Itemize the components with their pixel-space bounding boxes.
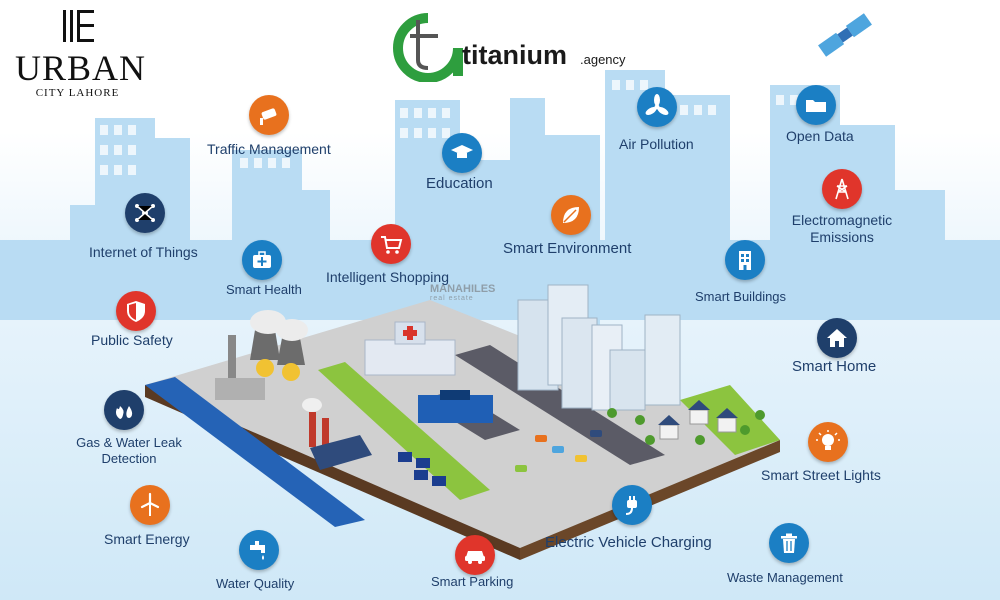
fan-icon bbox=[637, 87, 677, 127]
flame-drop-icon bbox=[104, 390, 144, 430]
titanium-suffix: .agency bbox=[580, 52, 626, 67]
houses bbox=[658, 400, 738, 440]
feature-label-electromagnetic-emissions: Electromagnetic Emissions bbox=[791, 212, 893, 245]
ev-plug-icon bbox=[612, 485, 652, 525]
feature-label-smart-home: Smart Home bbox=[792, 358, 877, 375]
trees bbox=[607, 408, 765, 445]
urban-logo-mark-icon bbox=[62, 10, 94, 42]
feature-label-water-quality: Water Quality bbox=[216, 576, 295, 591]
feature-label-smart-parking: Smart Parking bbox=[431, 574, 514, 589]
feature-label-smart-buildings: Smart Buildings bbox=[695, 289, 787, 304]
brand-subtitle: CITY LAHORE bbox=[35, 87, 120, 99]
hospital-building bbox=[364, 321, 456, 376]
feature-label-gas-water-leak-detection: Gas & Water Leak Detection bbox=[76, 435, 182, 466]
watermark-sub: real estate bbox=[430, 295, 474, 302]
main-road bbox=[455, 345, 665, 465]
brand-name: URBAN bbox=[15, 48, 147, 88]
power-plant bbox=[215, 310, 308, 400]
medical-kit-icon bbox=[242, 240, 282, 280]
car-icon bbox=[455, 535, 495, 575]
watermark-name: MANAHILES bbox=[430, 283, 496, 295]
skyscrapers bbox=[517, 284, 681, 411]
feature-label-smart-street-lights: Smart Street Lights bbox=[761, 467, 881, 483]
feature-label-open-data: Open Data bbox=[786, 128, 854, 144]
river bbox=[145, 377, 365, 527]
feature-label-smart-environment: Smart Environment bbox=[503, 240, 632, 257]
cctv-camera-icon bbox=[249, 95, 289, 135]
network-icon bbox=[125, 193, 165, 233]
cars bbox=[515, 430, 602, 472]
feature-label-smart-health: Smart Health bbox=[226, 282, 302, 297]
green-strip bbox=[318, 362, 490, 500]
shopping-cart-icon bbox=[371, 224, 411, 264]
titanium-agency-logo: titanium .agency bbox=[388, 12, 626, 87]
titanium-wordmark: titanium bbox=[462, 40, 567, 70]
feature-label-waste-management: Waste Management bbox=[727, 570, 843, 585]
feature-label-smart-energy: Smart Energy bbox=[104, 531, 190, 547]
power-tower-icon bbox=[822, 169, 862, 209]
skyline bbox=[0, 70, 1000, 325]
solar-panels bbox=[398, 452, 446, 486]
feature-label-traffic-management: Traffic Management bbox=[207, 141, 331, 157]
feature-label-education: Education bbox=[426, 175, 493, 192]
feature-label-intelligent-shopping: Intelligent Shopping bbox=[326, 269, 449, 285]
house-icon bbox=[817, 318, 857, 358]
trash-bin-icon bbox=[769, 523, 809, 563]
urban-city-lahore-logo: URBAN CITY LAHORE bbox=[15, 8, 147, 99]
light-bulb-icon bbox=[808, 422, 848, 462]
feature-label-air-pollution: Air Pollution bbox=[619, 136, 694, 152]
water-tap-icon bbox=[239, 530, 279, 570]
wind-turbine-icon bbox=[130, 485, 170, 525]
manahil-watermark: MANAHILES real estate bbox=[430, 283, 495, 302]
feature-label-internet-of-things: Internet of Things bbox=[89, 244, 198, 260]
factory bbox=[302, 398, 372, 470]
feature-label-public-safety: Public Safety bbox=[91, 332, 173, 348]
shield-icon bbox=[116, 291, 156, 331]
folder-icon bbox=[796, 85, 836, 125]
building-icon bbox=[725, 240, 765, 280]
titanium-logo-mark-icon bbox=[393, 13, 463, 83]
feature-label-electric-vehicle-charging: Electric Vehicle Charging bbox=[545, 534, 712, 551]
leaf-icon bbox=[551, 195, 591, 235]
graduation-cap-icon bbox=[442, 133, 482, 173]
store-building bbox=[418, 390, 493, 423]
satellite bbox=[818, 13, 872, 57]
